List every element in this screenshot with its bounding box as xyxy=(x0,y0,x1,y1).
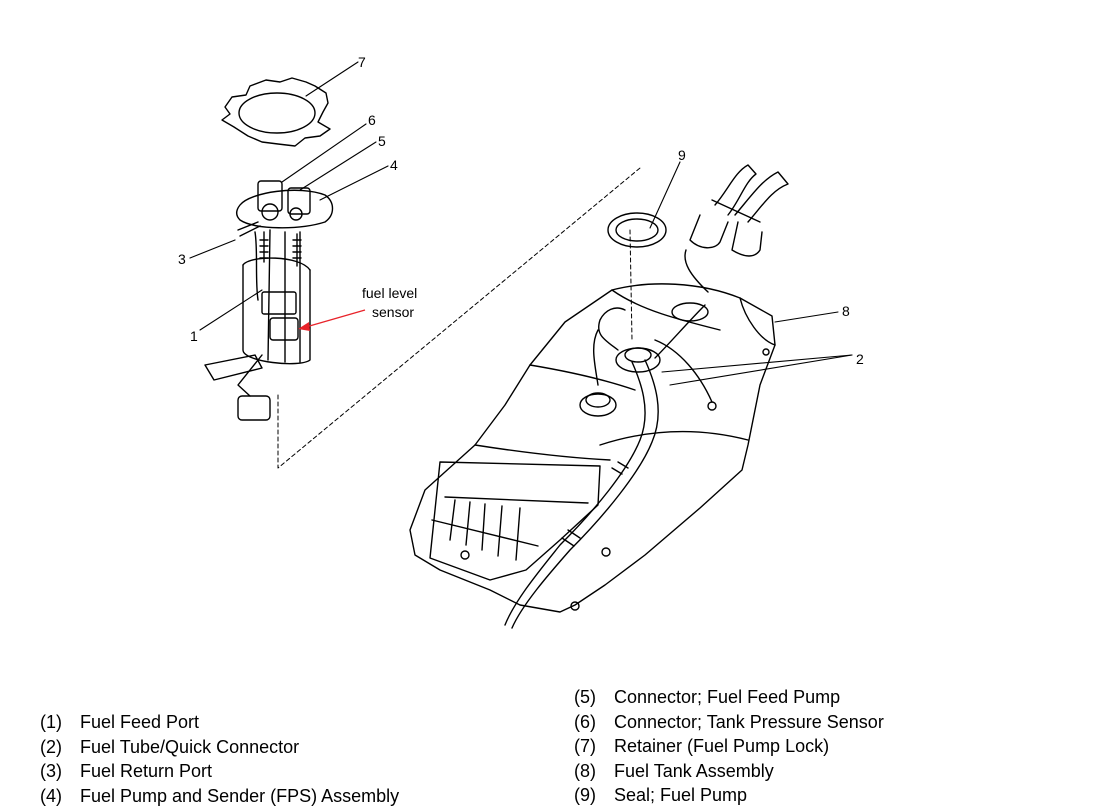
legend-item: (5)Connector; Fuel Feed Pump xyxy=(574,687,841,707)
legend-item: (3)Fuel Return Port xyxy=(40,761,213,781)
fuel-pump-seal xyxy=(607,212,667,248)
legend-left: (1)Fuel Feed Port (2)Fuel Tube/Quick Con… xyxy=(40,710,399,808)
callout-9: 9 xyxy=(678,147,686,163)
exploded-view-lines xyxy=(277,167,641,469)
fuel-tank-assembly xyxy=(409,283,776,613)
annotation-line-2: sensor xyxy=(372,304,414,320)
legend-item: (1)Fuel Feed Port xyxy=(40,712,200,732)
callout-8: 8 xyxy=(842,303,850,319)
legend-item: (7)Retainer (Fuel Pump Lock) xyxy=(574,736,830,756)
callout-7: 7 xyxy=(358,54,366,70)
callout-2: 2 xyxy=(856,351,864,367)
legend-item: (8)Fuel Tank Assembly xyxy=(574,760,774,781)
fuel-level-sensor-indicator xyxy=(298,309,366,331)
legend-item: (6)Connector; Tank Pressure Sensor xyxy=(574,711,884,732)
callout-1: 1 xyxy=(190,328,198,344)
legend-item: (4)Fuel Pump and Sender (FPS) Assembly xyxy=(40,785,400,806)
callout-4: 4 xyxy=(390,157,398,173)
callout-5: 5 xyxy=(378,133,386,149)
legend-right: (5)Connector; Fuel Feed Pump (6)Connecto… xyxy=(574,685,884,808)
callout-6: 6 xyxy=(368,112,376,128)
fuel-system-diagram: 7 6 5 4 3 1 9 8 2 fuel level sensor xyxy=(178,54,864,629)
callout-leaders xyxy=(189,61,853,386)
legend-item: (9)Seal; Fuel Pump xyxy=(574,785,748,805)
callout-3: 3 xyxy=(178,251,186,267)
filler-hoses xyxy=(684,164,789,293)
fuel-tubes xyxy=(504,304,713,629)
annotation-line-1: fuel level xyxy=(362,285,417,301)
legend-item: (2)Fuel Tube/Quick Connector xyxy=(40,736,300,757)
fuel-pump-sender-assembly xyxy=(204,180,334,421)
retainer-ring xyxy=(221,77,331,147)
